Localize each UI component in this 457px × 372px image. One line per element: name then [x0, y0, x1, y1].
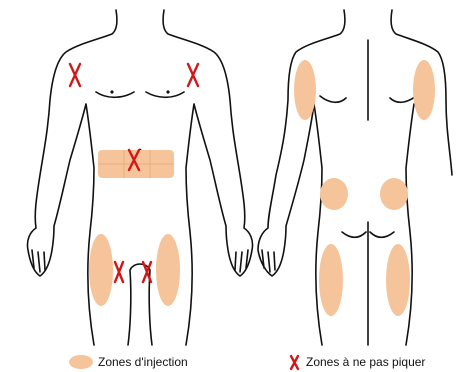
legend: Zones d'injection Zones à ne pas piquer [69, 355, 425, 369]
front-left-hand-fingers [32, 250, 45, 272]
legend-no-injection-label: Zones à ne pas piquer [306, 355, 425, 369]
back-right-thigh-injection-zone [386, 244, 410, 316]
front-right-shoulder-no-injection-mark [188, 64, 198, 86]
front-left-shoulder-no-injection-mark [70, 64, 80, 86]
back-left-hand-fingers [262, 250, 275, 272]
back-left-thigh-injection-zone [319, 244, 343, 316]
back-body-figure [258, 10, 452, 345]
legend-no-injection-mark [291, 356, 298, 369]
front-right-thigh-injection-zone [156, 234, 180, 306]
back-right-upper-arm-injection-zone [413, 60, 435, 120]
back-left-upper-arm-injection-zone [294, 60, 316, 120]
back-left-buttock-injection-zone [320, 178, 348, 210]
front-left-thigh-injection-zone [89, 234, 113, 306]
legend-injection-zone-swatch [69, 355, 93, 369]
legend-injection-zones-label: Zones d'injection [98, 355, 188, 369]
front-chest-line [96, 92, 184, 97]
back-right-buttock-injection-zone [380, 178, 408, 210]
front-nipple-right [166, 90, 169, 93]
front-nipple-left [110, 90, 113, 93]
front-right-hand-fingers [235, 250, 248, 272]
front-body-figure [27, 10, 252, 345]
front-left-inner-thigh-no-injection-mark [115, 262, 123, 282]
